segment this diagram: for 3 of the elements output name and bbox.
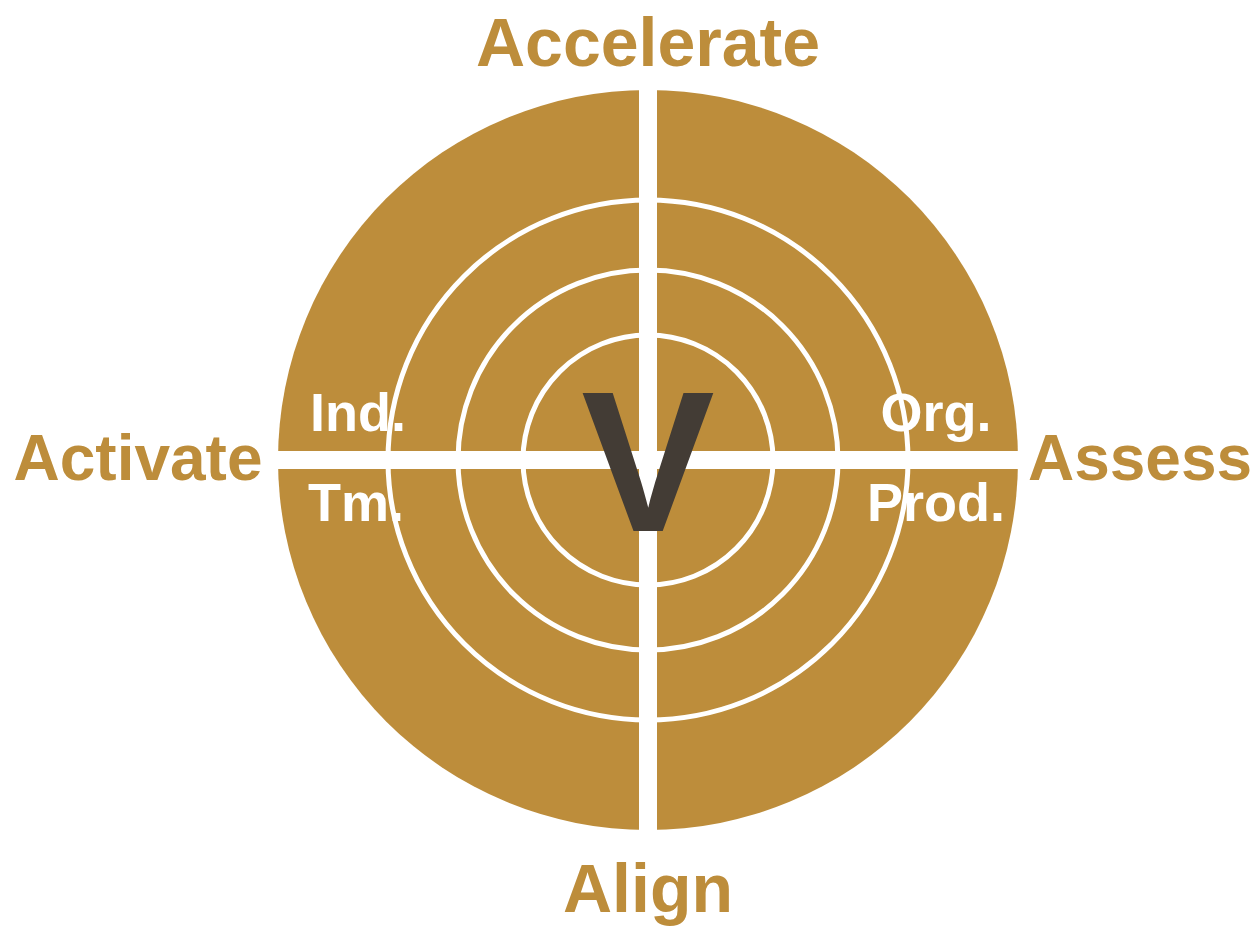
stage-label: Activate xyxy=(13,426,263,490)
stage-label: Assess xyxy=(1027,426,1253,490)
stage-label: Accelerate xyxy=(476,8,820,76)
